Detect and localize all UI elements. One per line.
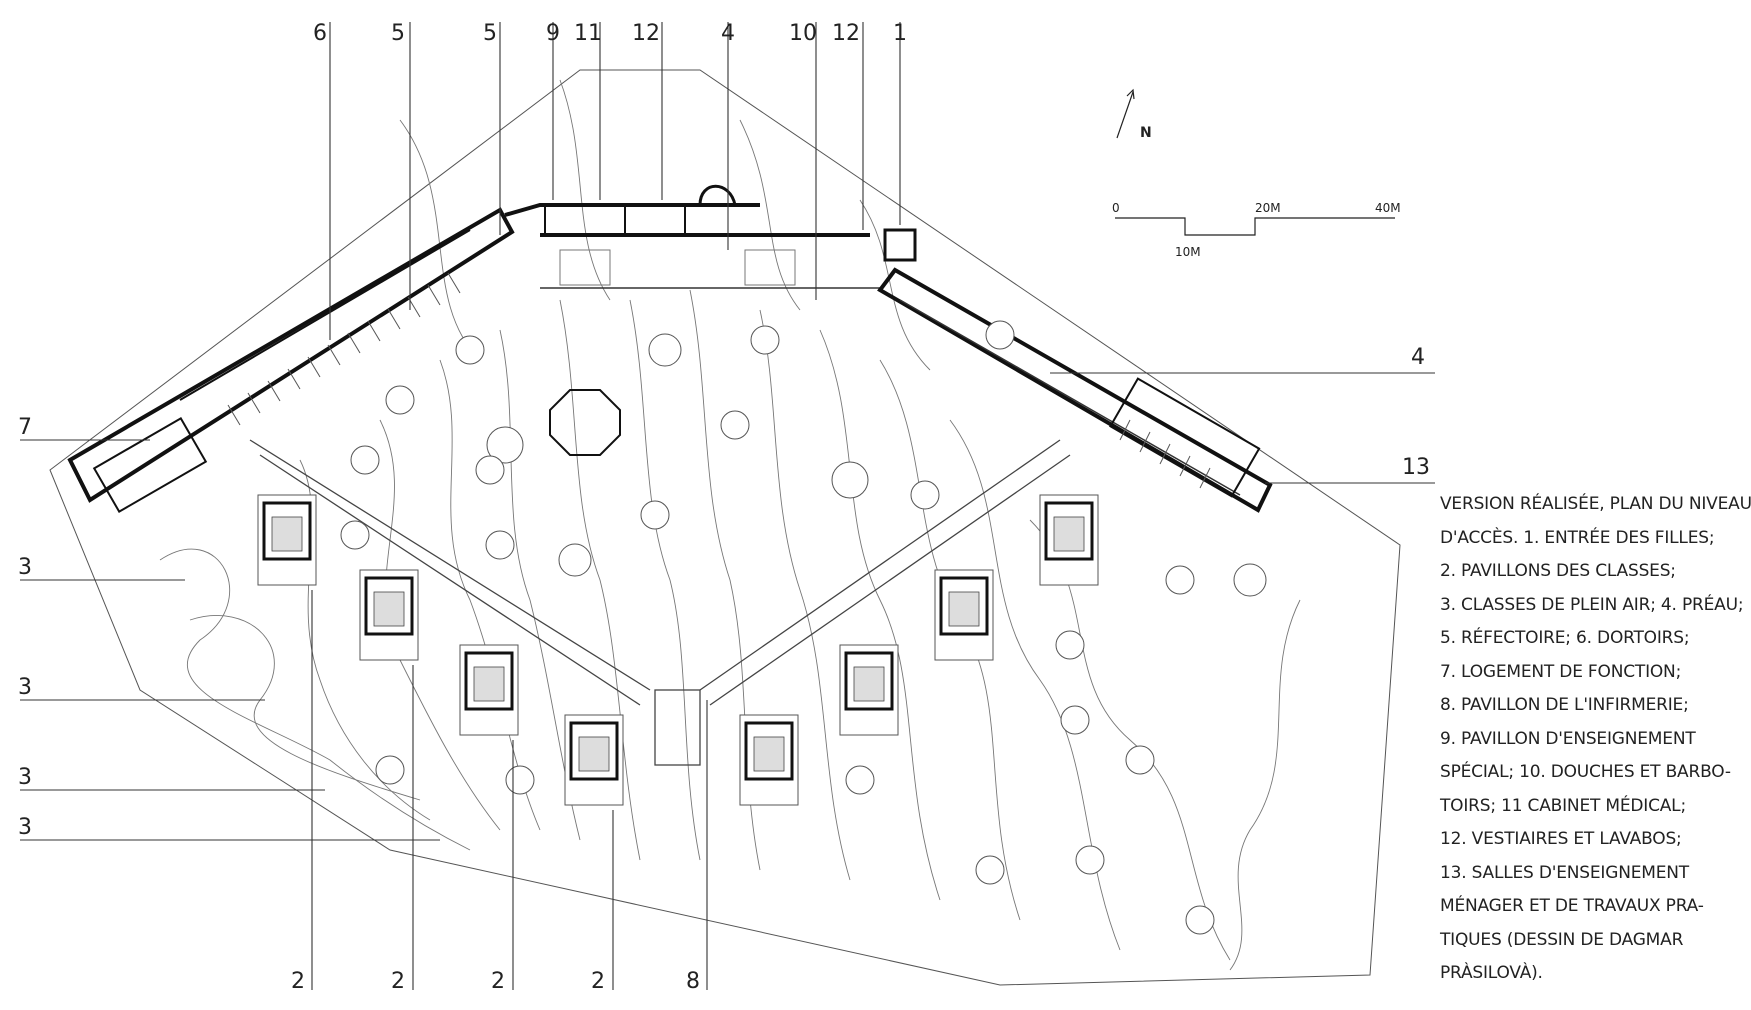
caption: VERSION RÉALISÉE, PLAN DU NIVEAU D'ACCÈS… — [1440, 488, 1751, 991]
caption-line: 2. PAVILLONS DES CLASSES; — [1440, 561, 1676, 581]
left-wing — [67, 207, 515, 514]
caption-line: PRÀSILOVÀ). — [1440, 963, 1543, 983]
callout-6: 6 — [313, 21, 327, 46]
scale-label-40m: 40M — [1375, 201, 1401, 215]
left-callout-labels: 7 3 3 3 3 — [18, 415, 32, 840]
callout-3: 3 — [18, 815, 32, 840]
caption-line: 9. PAVILLON D'ENSEIGNEMENT — [1440, 728, 1696, 749]
callout-3: 3 — [18, 675, 32, 700]
callout-11: 11 — [574, 21, 602, 46]
class-pavilion — [564, 714, 624, 806]
class-pavilion — [359, 569, 419, 661]
caption-line: 5. RÉFECTOIRE; 6. DORTOIRS; — [1440, 628, 1690, 648]
caption-line: TOIRS; 11 CABINET MÉDICAL; — [1440, 795, 1686, 816]
callout-5: 5 — [483, 21, 497, 46]
caption-line: SPÉCIAL; 10. DOUCHES ET BARBO- — [1440, 762, 1731, 782]
callout-5: 5 — [391, 21, 405, 46]
callout-3: 3 — [18, 555, 32, 580]
callout-12: 12 — [832, 21, 860, 46]
scale-label-20m: 20M — [1255, 201, 1281, 215]
scale-label-0: 0 — [1112, 201, 1120, 215]
north-label: N — [1140, 125, 1152, 141]
contour-lines — [159, 79, 1301, 971]
caption-line: 7. LOGEMENT DE FONCTION; — [1440, 661, 1682, 682]
callout-7: 7 — [18, 415, 32, 440]
class-pavilion — [1039, 494, 1099, 586]
callout-4: 4 — [1411, 345, 1425, 370]
caption-line: TIQUES (DESSIN DE DAGMAR — [1440, 929, 1684, 950]
caption-line: 3. CLASSES DE PLEIN AIR; 4. PRÉAU; — [1440, 594, 1744, 615]
top-callout-labels: 6 5 5 9 11 12 4 10 12 1 — [313, 21, 907, 46]
callout-2: 2 — [591, 969, 605, 994]
callout-8: 8 — [686, 969, 700, 994]
caption-line: 8. PAVILLON DE L'INFIRMERIE; — [1440, 695, 1689, 715]
right-callout-labels: 4 13 — [1402, 345, 1430, 480]
leader-lines — [20, 22, 1435, 990]
right-wing — [877, 267, 1273, 513]
covered-walkways — [249, 439, 1071, 766]
caption-line: D'ACCÈS. 1. ENTRÉE DES FILLES; — [1440, 527, 1715, 548]
scale-bar: 0 20M 40M 10M — [1112, 201, 1401, 259]
top-wing — [504, 184, 917, 289]
octagonal-pavilion — [549, 389, 621, 456]
callout-9: 9 — [546, 21, 560, 46]
caption-line: 13. SALLES D'ENSEIGNEMENT — [1440, 862, 1689, 883]
callout-4: 4 — [721, 21, 735, 46]
callout-2: 2 — [391, 969, 405, 994]
callout-13: 13 — [1402, 455, 1430, 480]
bottom-callout-labels: 2 2 2 2 8 — [291, 969, 700, 994]
caption-line: VERSION RÉALISÉE, PLAN DU NIVEAU — [1440, 494, 1751, 514]
caption-line: MÉNAGER ET DE TRAVAUX PRA- — [1440, 896, 1704, 916]
scale-label-10m: 10M — [1175, 245, 1201, 259]
callout-10: 10 — [789, 21, 817, 46]
class-pavilion — [839, 644, 899, 736]
caption-line: 12. VESTIAIRES ET LAVABOS; — [1440, 829, 1682, 849]
north-arrow: N — [1116, 88, 1152, 141]
callout-3: 3 — [18, 765, 32, 790]
callout-2: 2 — [291, 969, 305, 994]
class-pavilion — [739, 714, 799, 806]
site-plan: 6 5 5 9 11 12 4 10 12 1 7 3 3 3 3 4 13 2… — [18, 21, 1435, 994]
callout-1: 1 — [893, 21, 907, 46]
class-pavilions — [257, 494, 1099, 806]
callout-12: 12 — [632, 21, 660, 46]
class-pavilion — [257, 494, 317, 586]
class-pavilion — [459, 644, 519, 736]
callout-2: 2 — [491, 969, 505, 994]
class-pavilion — [934, 569, 994, 661]
trees — [340, 320, 1267, 935]
site-boundary — [49, 69, 1401, 986]
